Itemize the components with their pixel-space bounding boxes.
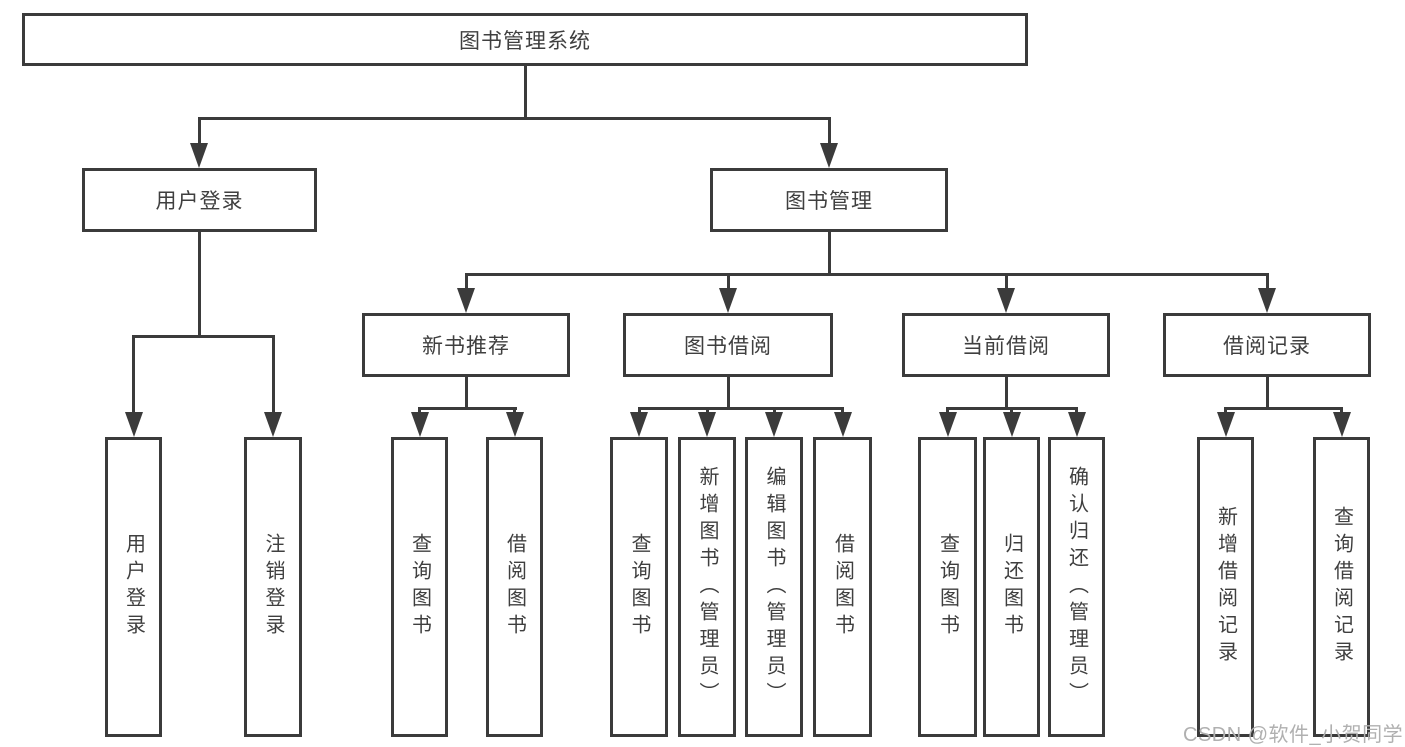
arrow-down-icon [264, 412, 282, 437]
arrow-down-icon [820, 143, 838, 168]
connector-line [1224, 407, 1343, 410]
leaf-query-books-current: 查询图书 [918, 437, 977, 737]
arrow-down-icon [457, 288, 475, 313]
node-label: 新增图书（管理员） [696, 465, 718, 709]
connector-line [197, 117, 201, 146]
arrow-down-icon [1067, 412, 1086, 437]
connector-line [827, 230, 831, 275]
leaf-add-books-admin: 新增图书（管理员） [678, 437, 736, 737]
connector-line [1010, 407, 1013, 416]
connector-line [772, 407, 776, 416]
connector-line [637, 407, 844, 410]
node-label: 用户登录 [155, 190, 244, 213]
connector-line [1004, 273, 1008, 291]
connector-line [1075, 407, 1078, 416]
watermark: CSDN @软件_小贺同学 [1183, 724, 1404, 746]
node-label: 新增借阅记录 [1214, 506, 1237, 668]
arrow-down-icon [1332, 412, 1351, 437]
arrow-down-icon [410, 412, 429, 437]
connector-line [637, 407, 641, 416]
node-user-login: 用户登录 [82, 168, 317, 232]
node-label: 归还图书 [1000, 533, 1023, 641]
connector-line [705, 407, 709, 416]
node-label: 新书推荐 [422, 335, 510, 358]
node-label: 确认归还（管理员） [1065, 465, 1088, 709]
connector-line [418, 407, 421, 416]
leaf-query-books-recommend: 查询图书 [391, 437, 448, 737]
arrow-down-icon [630, 412, 648, 437]
arrow-down-icon [765, 412, 783, 437]
connector-line [464, 273, 468, 291]
node-label: 图书管理 [785, 190, 873, 213]
node-current-borrowing: 当前借阅 [902, 313, 1110, 377]
connector-line [1265, 375, 1269, 410]
arrow-down-icon [698, 412, 716, 437]
connector-line [1340, 407, 1343, 416]
arrow-down-icon [1002, 412, 1021, 437]
node-label: 用户登录 [122, 533, 145, 641]
leaf-borrow-books-recommend: 借阅图书 [486, 437, 543, 737]
connector-line [513, 407, 516, 416]
node-label: 图书借阅 [684, 335, 772, 358]
connector-line [1265, 273, 1269, 291]
node-label: 借阅图书 [503, 533, 526, 641]
node-label: 借阅记录 [1223, 335, 1311, 358]
node-label: 当前借阅 [962, 335, 1050, 358]
leaf-borrow-books: 借阅图书 [813, 437, 872, 737]
connector-line [271, 335, 275, 414]
connector-line [726, 375, 730, 410]
connector-line [464, 375, 468, 410]
leaf-logout: 注销登录 [244, 437, 302, 737]
node-label: 注销登录 [262, 533, 284, 641]
leaf-return-books: 归还图书 [983, 437, 1040, 737]
node-new-book-recommend: 新书推荐 [362, 313, 570, 377]
node-label: 借阅图书 [831, 533, 854, 641]
node-label: 编辑图书（管理员） [763, 465, 785, 709]
connector-line [197, 117, 831, 120]
arrow-down-icon [124, 412, 143, 437]
connector-line [1224, 407, 1227, 416]
arrow-down-icon [1258, 288, 1276, 313]
node-library-management-system: 图书管理系统 [22, 13, 1028, 66]
arrow-down-icon [719, 288, 737, 313]
arrow-down-icon [938, 412, 957, 437]
connector-line [418, 407, 517, 410]
connector-line [132, 335, 135, 414]
node-label: 查询图书 [408, 533, 431, 641]
leaf-query-borrow-record: 查询借阅记录 [1313, 437, 1370, 737]
node-book-borrowing: 图书借阅 [623, 313, 833, 377]
leaf-user-login: 用户登录 [105, 437, 162, 737]
leaf-query-books: 查询图书 [610, 437, 668, 737]
node-label: 查询借阅记录 [1330, 506, 1353, 668]
node-label: 查询图书 [628, 533, 650, 641]
connector-line [197, 230, 201, 338]
connector-line [726, 273, 730, 291]
connector-line [523, 66, 527, 120]
node-borrowing-records: 借阅记录 [1163, 313, 1371, 377]
connector-line [464, 273, 1269, 276]
leaf-add-borrow-record: 新增借阅记录 [1197, 437, 1254, 737]
arrow-down-icon [833, 412, 852, 437]
arrow-down-icon [997, 288, 1015, 313]
node-book-management: 图书管理 [710, 168, 948, 232]
node-label: 查询图书 [936, 533, 959, 641]
connector-line [132, 335, 275, 338]
connector-line [1004, 375, 1008, 410]
arrow-down-icon [505, 412, 524, 437]
connector-line [841, 407, 844, 416]
node-label: 图书管理系统 [459, 29, 591, 53]
arrow-down-icon [1216, 412, 1235, 437]
leaf-confirm-return-admin: 确认归还（管理员） [1048, 437, 1105, 737]
connector-line [946, 407, 949, 416]
connector-line [827, 117, 831, 146]
leaf-edit-books-admin: 编辑图书（管理员） [745, 437, 803, 737]
arrow-down-icon [190, 143, 208, 168]
